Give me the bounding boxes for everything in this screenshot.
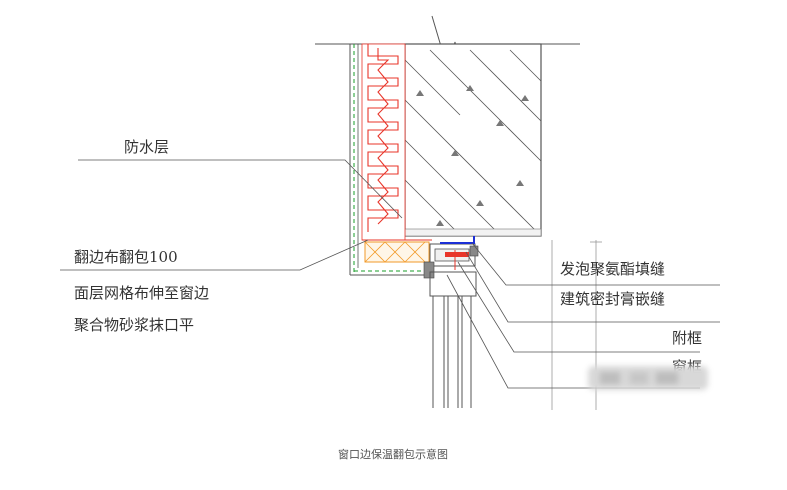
window-frame-profile	[429, 271, 477, 408]
label-foam-fill: 发泡聚氨酯填缝	[560, 260, 665, 278]
sealant-bead	[440, 236, 475, 270]
label-subframe: 附框	[672, 329, 702, 347]
label-mortar-finish: 聚合物砂浆抹口平	[74, 316, 194, 334]
subframe	[423, 243, 479, 279]
label-mesh-wrap: 翻边布翻包100	[74, 248, 178, 266]
label-sealant: 建筑密封膏嵌缝	[560, 290, 665, 308]
returned-insulation-strip	[362, 239, 432, 263]
render-layer	[349, 44, 430, 276]
label-waterproof-layer: 防水层	[124, 138, 169, 156]
label-mesh-extend: 面层网格布伸至窗边	[74, 284, 209, 302]
figure-caption: 窗口边保温翻包示意图	[338, 447, 448, 461]
aggregate-dots	[416, 85, 529, 226]
blurred-watermark	[588, 366, 708, 390]
insulation-board	[361, 43, 406, 241]
concrete-wall	[404, 43, 542, 237]
